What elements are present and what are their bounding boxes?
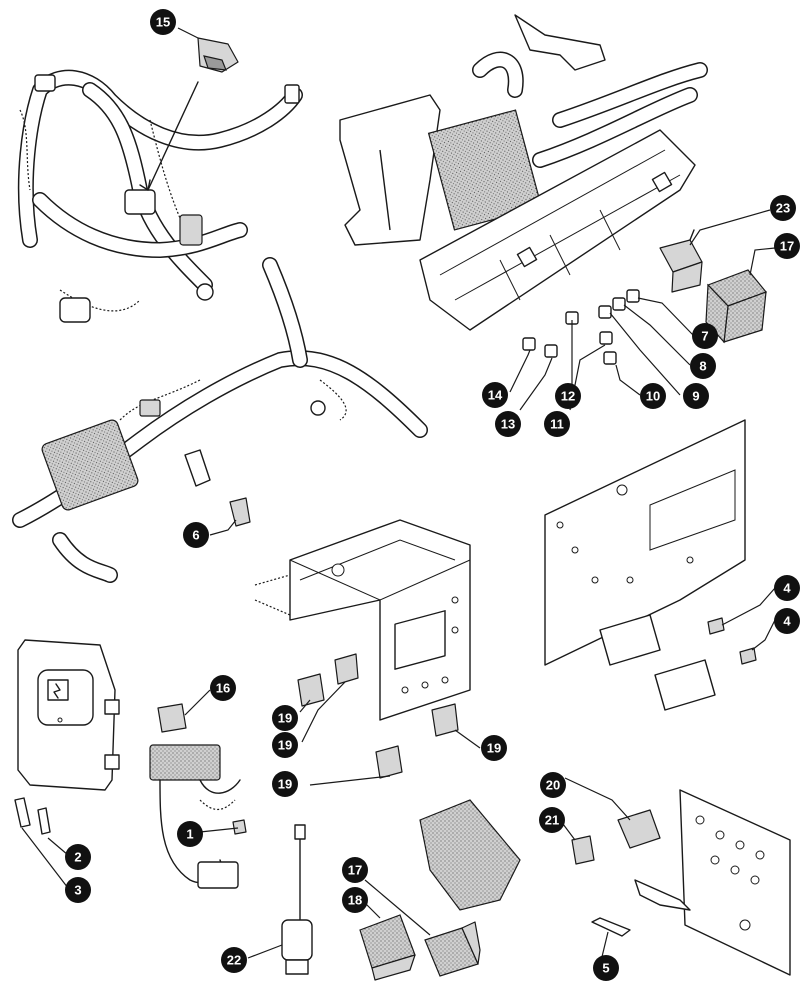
relay-part-18 (359, 914, 416, 981)
right-panel (544, 419, 757, 711)
svg-text:19: 19 (487, 741, 501, 756)
svg-text:23: 23 (776, 201, 790, 216)
callout-19-c: 19 (481, 735, 507, 761)
svg-text:12: 12 (561, 389, 575, 404)
relay-part-17-bottom (424, 921, 481, 977)
callout-13: 13 (495, 411, 521, 437)
fuse-holder-harness (149, 744, 247, 889)
svg-text:16: 16 (216, 681, 230, 696)
callout-20: 20 (540, 772, 566, 798)
electronic-control-unit (17, 639, 120, 791)
svg-text:18: 18 (348, 893, 362, 908)
fuse-box-assembly (339, 14, 708, 331)
svg-text:13: 13 (501, 417, 515, 432)
callout-3: 3 (65, 877, 91, 903)
callout-8: 8 (690, 353, 716, 379)
connector-block (419, 799, 521, 911)
callout-22: 22 (221, 947, 247, 973)
callout-23: 23 (770, 195, 796, 221)
svg-text:4: 4 (783, 581, 791, 596)
callout-19-a: 19 (272, 705, 298, 731)
callout-12: 12 (555, 383, 581, 409)
svg-text:19: 19 (278, 777, 292, 792)
callout-17-lower: 17 (342, 857, 368, 883)
callout-19-b: 19 (272, 732, 298, 758)
relay-part-21 (571, 835, 595, 865)
svg-text:19: 19 (278, 711, 292, 726)
svg-text:17: 17 (348, 863, 362, 878)
callout-7: 7 (692, 323, 718, 349)
callout-11: 11 (544, 411, 570, 437)
svg-text:2: 2 (74, 850, 81, 865)
svg-text:19: 19 (278, 738, 292, 753)
fuse-link-part-5 (591, 917, 631, 937)
svg-text:11: 11 (550, 417, 564, 432)
svg-text:4: 4 (783, 614, 791, 629)
mini-fuses-7-14 (522, 289, 640, 365)
callout-16: 16 (210, 675, 236, 701)
connector-part-15 (139, 37, 239, 191)
svg-text:21: 21 (545, 813, 559, 828)
callout-21: 21 (539, 807, 565, 833)
fuse-part-6 (229, 497, 251, 527)
svg-text:6: 6 (192, 528, 199, 543)
callout-4-lower: 4 (774, 608, 800, 634)
relays-part-19 (297, 653, 459, 779)
svg-text:1: 1 (186, 827, 193, 842)
callout-17: 17 (774, 233, 800, 259)
svg-text:9: 9 (692, 389, 699, 404)
relay-part-20 (617, 809, 661, 849)
callout-1: 1 (177, 821, 203, 847)
fuse-links-2-3 (14, 797, 51, 835)
callout-4-upper: 4 (774, 575, 800, 601)
svg-text:15: 15 (156, 15, 170, 30)
callout-14: 14 (482, 382, 508, 408)
callout-6: 6 (183, 522, 209, 548)
callout-10: 10 (640, 383, 666, 409)
upper-wiring-harness (17, 69, 303, 323)
svg-text:14: 14 (488, 388, 503, 403)
callout-9: 9 (683, 383, 709, 409)
relay-part-16 (157, 703, 187, 733)
svg-text:5: 5 (602, 961, 609, 976)
svg-text:3: 3 (74, 883, 81, 898)
callout-15: 15 (150, 9, 176, 35)
sensor-part-22 (281, 824, 313, 975)
callout-18: 18 (342, 887, 368, 913)
middle-wiring-harness (12, 257, 428, 583)
svg-text:22: 22 (227, 953, 241, 968)
svg-text:17: 17 (780, 239, 794, 254)
bottom-right-plate (634, 789, 791, 976)
svg-text:10: 10 (646, 389, 660, 404)
svg-text:8: 8 (699, 359, 706, 374)
relay-part-23 (659, 229, 703, 293)
callout-2: 2 (65, 844, 91, 870)
mounting-bracket (254, 519, 471, 721)
callout-19-d: 19 (272, 771, 298, 797)
callout-5: 5 (593, 955, 619, 981)
svg-text:20: 20 (546, 778, 560, 793)
svg-text:7: 7 (701, 329, 708, 344)
